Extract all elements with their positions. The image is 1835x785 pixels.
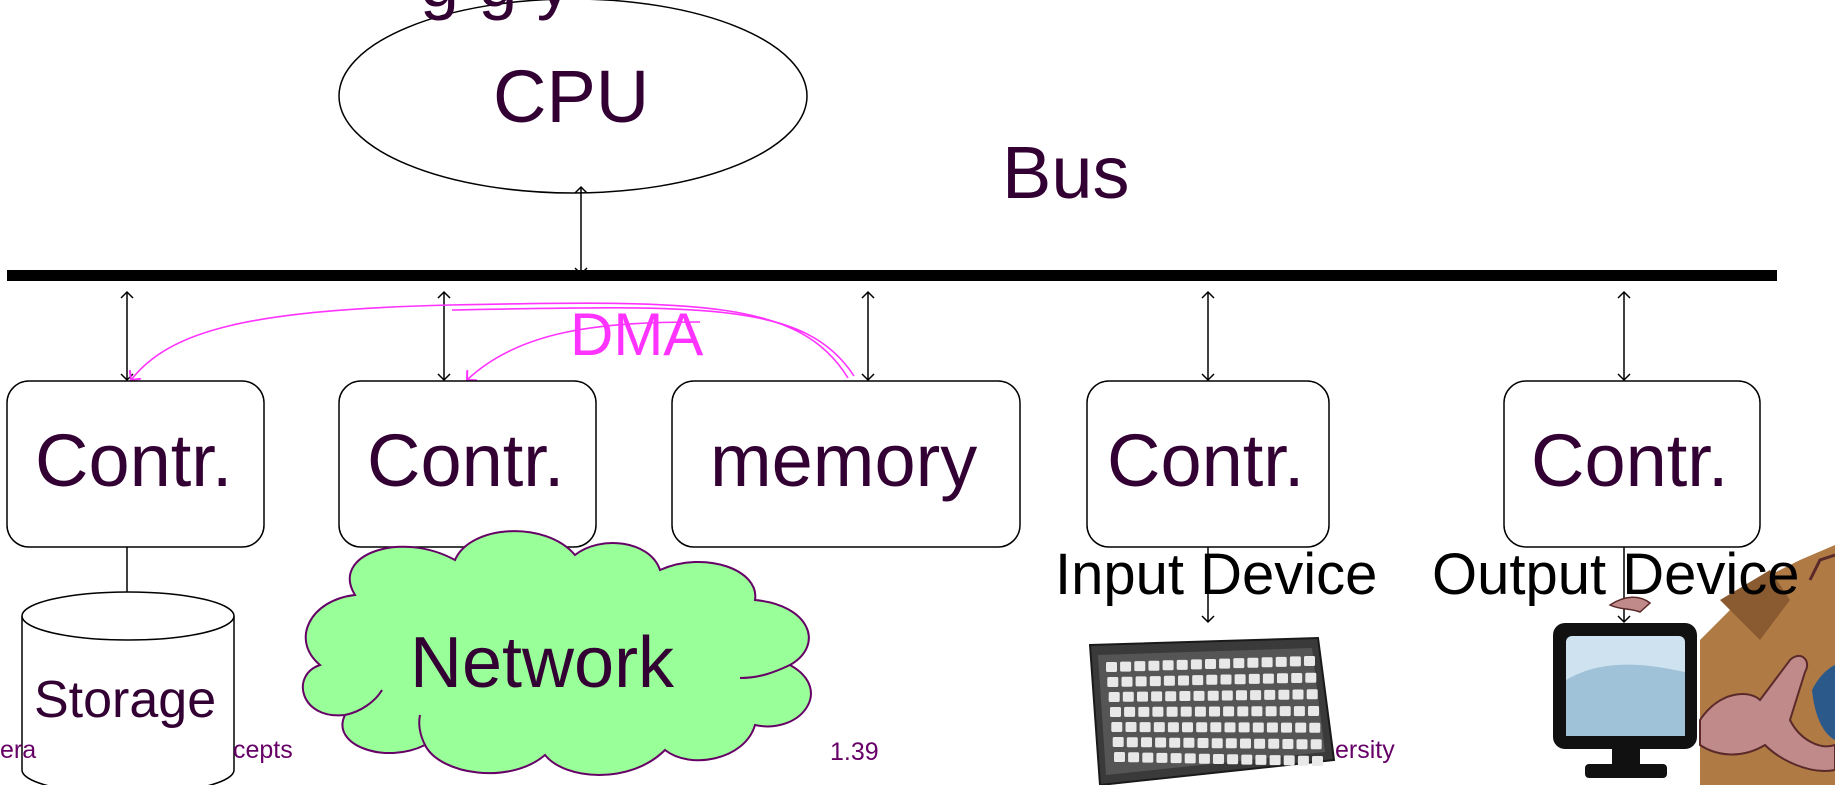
keyboard-icon [1088,636,1336,785]
network-cloud [301,530,812,776]
storage-label: Storage [34,671,217,729]
dinosaur-icon [1608,545,1835,785]
output-controller-box [1503,380,1761,548]
dma-curve-network [465,321,701,382]
input-device-label: Input Device [1055,542,1378,607]
monitor-icon [1553,623,1697,778]
bus-label: Bus [1002,131,1130,214]
cpu-ellipse [338,0,808,194]
dma-label: DMA [570,301,704,368]
footer-page-number: 1.39 [830,738,879,766]
cpu-label: CPU [493,55,650,138]
output-device-label: Output Device [1432,542,1800,607]
storage-controller-label: Contr. [35,419,233,502]
network-label: Network [410,623,675,703]
input-controller-box [1086,380,1330,548]
title-fragment: g g y [420,0,572,22]
storage-cylinder [21,591,235,785]
dma-curve-storage [128,302,849,382]
memory-label: memory [710,419,978,502]
dma-curve-storage-2 [451,306,855,377]
footer-left-a: era [0,736,37,764]
footer-left-b: cepts [233,736,293,764]
storage-controller-box [6,380,265,548]
output-controller-label: Contr. [1531,419,1729,502]
input-controller-label: Contr. [1107,419,1305,502]
memory-box [671,380,1021,548]
bus-line [7,270,1777,281]
network-controller-label: Contr. [367,419,565,502]
footer-right: ersity [1335,736,1395,764]
